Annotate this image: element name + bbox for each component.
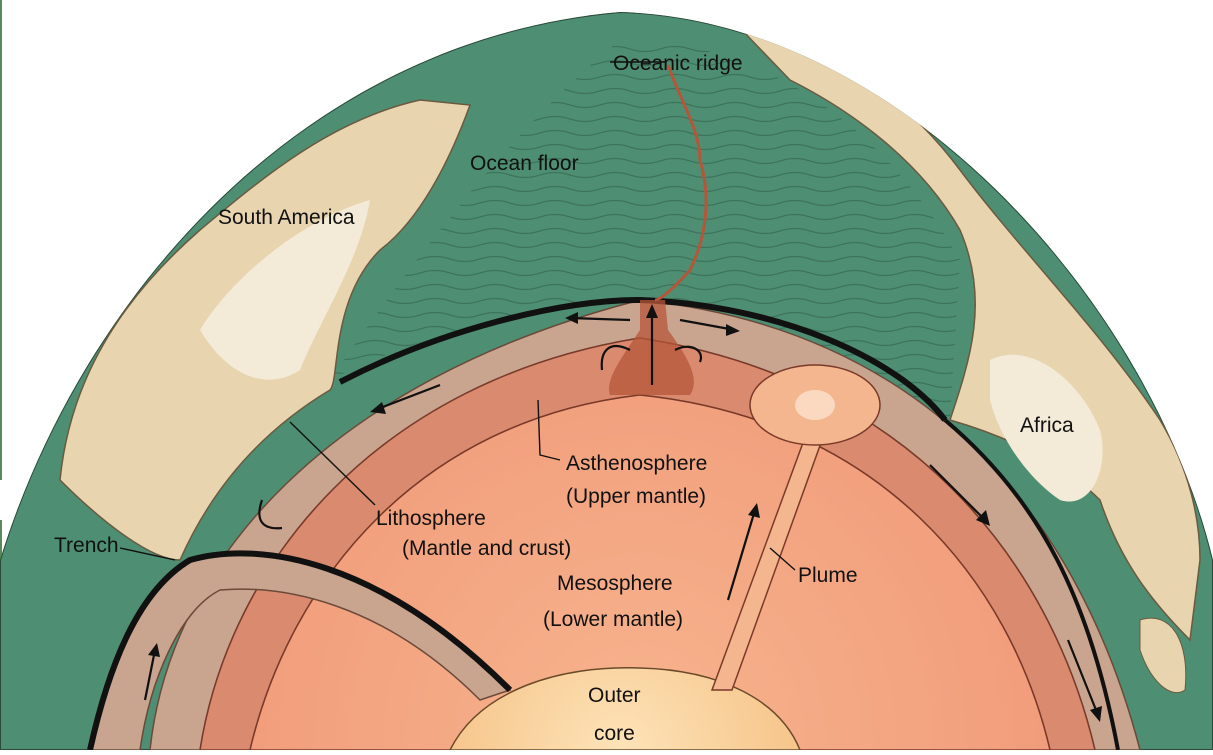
label-lithosphere-sub: (Mantle and crust) <box>402 537 571 560</box>
label-asthenosphere: Asthenosphere <box>566 452 707 475</box>
label-mesosphere: Mesosphere <box>557 572 673 595</box>
label-outer-core-sub: core <box>594 722 635 745</box>
label-lithosphere: Lithosphere <box>376 507 486 530</box>
plume-hotspot <box>795 390 835 420</box>
label-mesosphere-sub: (Lower mantle) <box>543 608 683 631</box>
label-asthenosphere-sub: (Upper mantle) <box>566 485 706 508</box>
label-oceanic-ridge: Oceanic ridge <box>613 52 743 75</box>
label-africa: Africa <box>1020 414 1074 437</box>
label-plume: Plume <box>798 564 858 587</box>
label-outer-core: Outer <box>588 684 641 707</box>
label-south-america: South America <box>218 206 355 229</box>
label-ocean-floor: Ocean floor <box>470 152 579 175</box>
label-trench: Trench <box>54 534 119 557</box>
